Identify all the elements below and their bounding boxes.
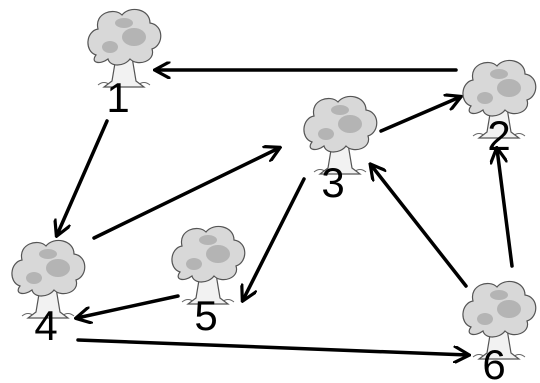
tree-icon [87,8,162,88]
edge-1-to-4 [57,119,109,235]
nodes-layer: 1 2 3 4 5 6 [11,8,537,383]
node-2: 2 [462,59,537,159]
node-label: 2 [487,112,510,159]
node-6: 6 [462,280,537,383]
tree-icon [462,280,537,360]
node-4: 4 [11,239,86,349]
edge-4-to-3 [92,148,279,240]
node-5: 5 [171,225,246,339]
edge-5-to-4 [77,294,180,318]
tree-icon [303,95,378,175]
tree-icon [462,59,537,139]
tree-icon [11,239,86,319]
node-3: 3 [303,95,378,206]
node-label: 5 [194,292,217,339]
node-label: 3 [321,159,344,206]
edge-4-to-6 [76,338,468,355]
node-label: 1 [106,74,129,121]
edge-6-to-2 [497,149,514,268]
node-label: 4 [34,302,57,349]
edge-3-to-2 [379,97,460,133]
node-label: 6 [482,341,505,383]
edges-layer [57,70,514,355]
edge-6-to-3 [371,165,468,288]
node-1: 1 [87,8,162,121]
edge-3-to-5 [243,177,306,300]
tree-icon [171,225,246,305]
